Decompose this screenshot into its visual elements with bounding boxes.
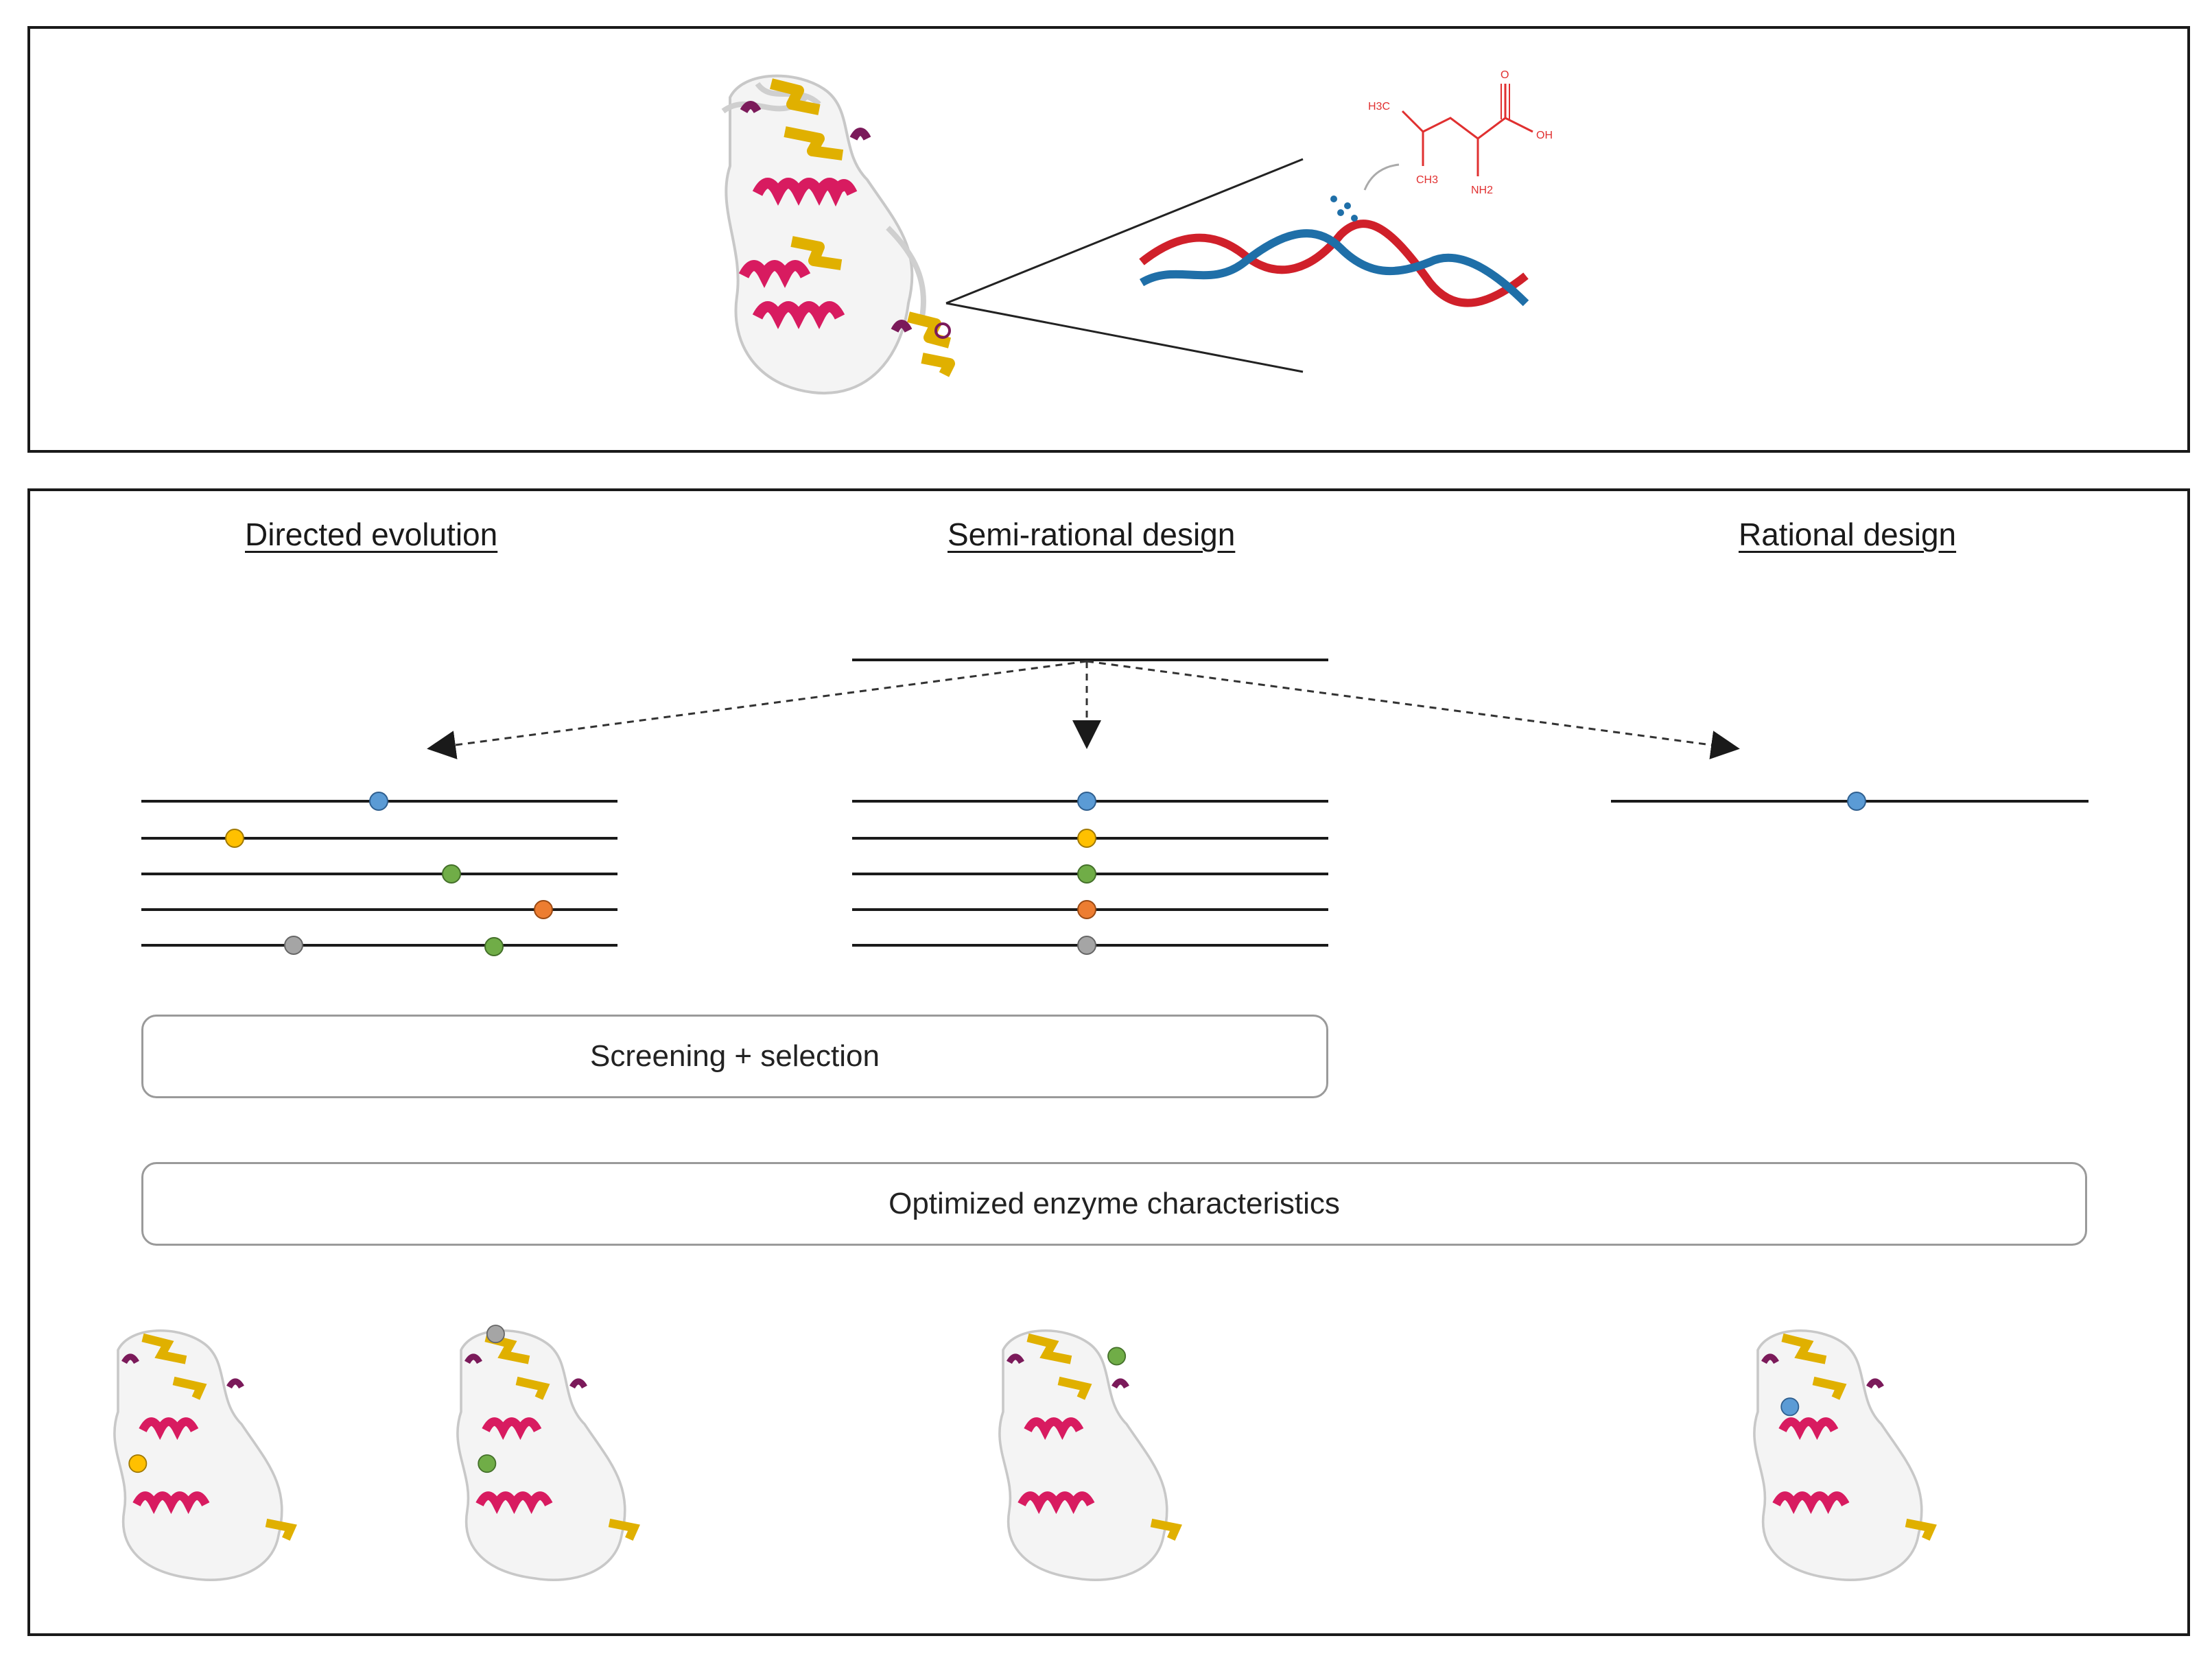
heading-rational-design: Rational design [1739, 517, 1957, 552]
mutation-dot-gray [1077, 936, 1096, 955]
optimized-protein-4 [1753, 1329, 1937, 1581]
mutation-dot-orange [534, 900, 553, 919]
zoom-line-lower [945, 302, 1304, 373]
substrate-binding-panel: H3C CH3 NH2 O OH [27, 26, 2190, 453]
molecule-label-methyl-top: H3C [1368, 101, 1390, 112]
engineering-strategies-panel: Directed evolution Semi-rational design … [27, 488, 2190, 1636]
rational-variant [1611, 792, 2089, 811]
substrate-molecule: H3C CH3 NH2 O OH [1368, 69, 1553, 196]
heading-semi-rational-design: Semi-rational design [948, 517, 1236, 552]
zoom-line-upper [945, 158, 1304, 305]
optimized-protein-3 [998, 1329, 1182, 1581]
mutation-dot-blue [1077, 792, 1096, 811]
semi-rational-variants [852, 792, 1328, 955]
molecule-label-hydroxyl: OH [1536, 130, 1553, 141]
screening-selection-box: Screening + selection [141, 1015, 1328, 1098]
dna-double-helix [1139, 163, 1529, 307]
mutation-dot-yellow [225, 829, 244, 848]
arrow-to-directed-evolution [427, 660, 1087, 759]
mutation-dot-green-2 [484, 937, 504, 956]
mutation-dot-blue [1847, 792, 1866, 811]
heading-directed-evolution: Directed evolution [245, 517, 498, 552]
protein-structure [721, 74, 955, 395]
optimized-protein-1 [113, 1329, 297, 1581]
arrow-to-rational [1086, 660, 1740, 759]
optimized-enzyme-box: Optimized enzyme characteristics [141, 1162, 2087, 1246]
molecule-label-amine: NH2 [1471, 185, 1493, 196]
directed-evolution-variants [141, 792, 617, 956]
mutation-dot-blue [369, 792, 388, 811]
molecule-label-methyl-bottom: CH3 [1416, 174, 1438, 186]
mutation-dot-green [1077, 864, 1096, 884]
strategy-diagram [113, 659, 2089, 1581]
optimized-protein-2 [456, 1325, 640, 1581]
mutation-dot-yellow [1077, 829, 1096, 848]
mutation-dot-green [442, 864, 461, 884]
mutation-dot-orange [1077, 900, 1096, 919]
molecule-label-carbonyl: O [1501, 69, 1509, 81]
substrate-binding-illustration: H3C CH3 NH2 O OH [721, 69, 1553, 395]
mutation-dot-gray [284, 936, 303, 955]
